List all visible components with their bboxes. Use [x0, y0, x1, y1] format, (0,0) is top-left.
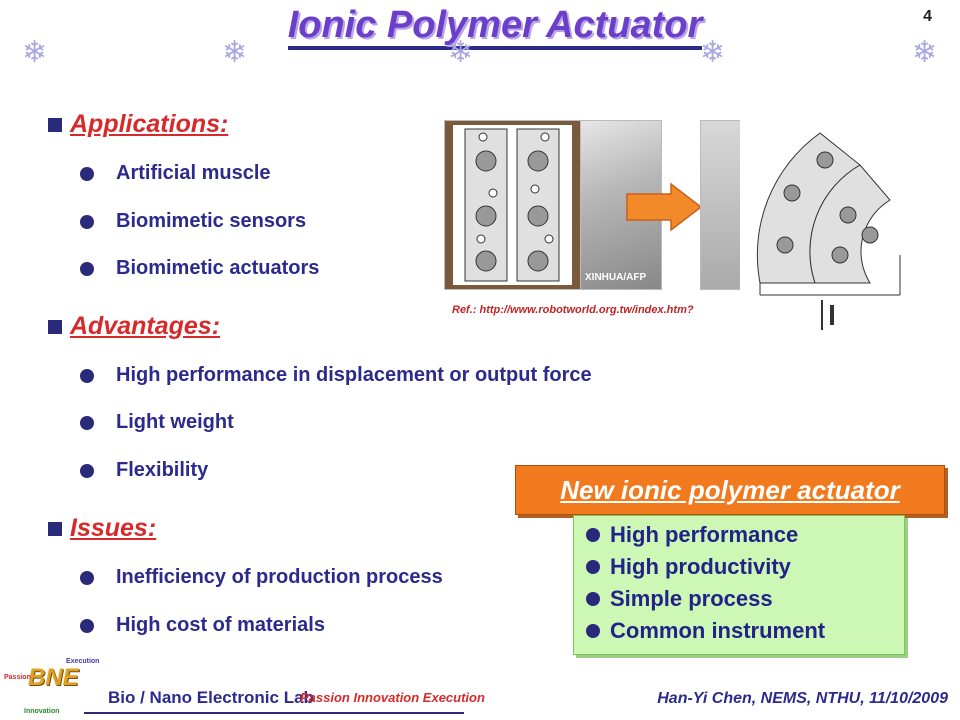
list-item: High performance in displacement or outp…: [80, 364, 592, 387]
new-actuator-banner: New ionic polymer actuator: [515, 465, 945, 515]
advantages-heading: Advantages:: [48, 312, 220, 341]
bullet-icon: [80, 618, 94, 633]
author-credit: Han-Yi Chen, NEMS, NTHU, 11/10/2009: [657, 690, 948, 707]
snowflake-icon: ❄: [912, 36, 938, 69]
page-number: 4: [923, 8, 932, 25]
new-actuator-features: High performance High productivity Simpl…: [573, 515, 905, 655]
snowflake-icon: ❄: [700, 36, 726, 69]
bullet-icon: [586, 528, 600, 542]
bullet-icon: [80, 570, 94, 585]
square-bullet-icon: [48, 319, 62, 334]
bullet-icon: [80, 261, 94, 276]
list-item: Simple process: [586, 586, 773, 612]
list-item: Artificial muscle: [80, 162, 271, 185]
lab-name: Bio / Nano Electronic Lab: [108, 688, 314, 707]
list-item: Common instrument: [586, 618, 825, 644]
list-item: High productivity: [586, 554, 791, 580]
bullet-icon: [80, 415, 94, 430]
square-bullet-icon: [48, 117, 62, 132]
slide-title: Ionic Polymer Actuator: [0, 4, 960, 50]
lab-logo: BNE Passion Execution Innovation: [4, 658, 100, 715]
figure-reference: Ref.: http://www.robotworld.org.tw/index…: [452, 304, 694, 316]
bullet-icon: [586, 624, 600, 638]
bullet-icon: [80, 368, 94, 383]
list-item: High performance: [586, 522, 798, 548]
applications-heading: Applications:: [48, 110, 228, 139]
bullet-icon: [80, 214, 94, 229]
bullet-icon: [80, 463, 94, 478]
bullet-icon: [586, 592, 600, 606]
bullet-icon: [80, 166, 94, 181]
arrow-right-icon: [626, 182, 703, 232]
lab-tagline: Passion Innovation Execution: [300, 690, 485, 705]
bullet-icon: [586, 560, 600, 574]
list-item: Inefficiency of production process: [80, 566, 443, 589]
snowflake-icon: ❄: [22, 36, 48, 69]
snowflake-icon: ❄: [448, 36, 474, 69]
flat-actuator-diagram: [444, 120, 581, 290]
square-bullet-icon: [48, 521, 62, 536]
list-item: Flexibility: [80, 459, 208, 482]
hand-photo: [700, 120, 742, 290]
list-item: High cost of materials: [80, 614, 325, 637]
bent-actuator-diagram: [740, 105, 920, 335]
list-item: Light weight: [80, 411, 234, 434]
footer-divider: [84, 712, 464, 714]
issues-heading: Issues:: [48, 514, 156, 543]
snowflake-icon: ❄: [222, 36, 248, 69]
list-item: Biomimetic actuators: [80, 257, 319, 280]
list-item: Biomimetic sensors: [80, 210, 306, 233]
